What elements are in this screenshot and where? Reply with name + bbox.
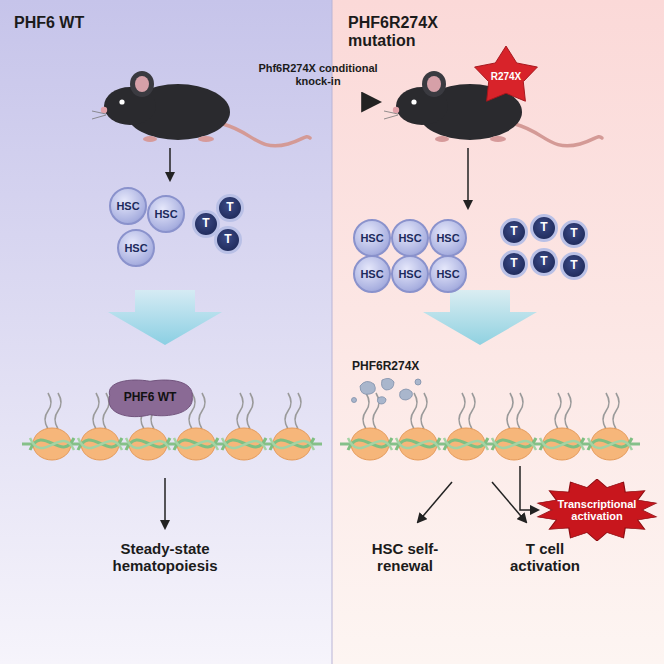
protein-label: PHF6R274X <box>352 360 419 374</box>
outcome-label: HSC self-renewal <box>350 540 460 575</box>
t-cell-circle: T <box>216 194 244 222</box>
stem-cell-circle: HSC <box>429 219 467 257</box>
node-text: T <box>226 201 233 214</box>
t-cell-circle: T <box>560 252 588 280</box>
stem-cell-circle: HSC <box>147 195 185 233</box>
panel-title: PHF6 WT <box>14 14 84 32</box>
arrow-label: Phf6R274X conditional knock-in <box>253 62 383 87</box>
stem-cell-circle: HSC <box>429 255 467 293</box>
node-text: HSC <box>154 208 177 220</box>
t-cell-circle: T <box>530 214 558 242</box>
node-text: HSC <box>436 232 459 244</box>
activation-burst: Transcriptional activation <box>536 479 658 541</box>
node-text: T <box>510 257 517 270</box>
node-text: T <box>202 217 209 230</box>
label-text: T cell activation <box>510 540 580 574</box>
node-text: HSC <box>124 242 147 254</box>
node-text: PHF6 WT <box>124 391 177 404</box>
stem-cell-circle: HSC <box>109 187 147 225</box>
stem-cell-circle: HSC <box>391 219 429 257</box>
node-text: HSC <box>360 268 383 280</box>
stem-cell-circle: HSC <box>117 229 155 267</box>
label-text: HSC self-renewal <box>372 540 439 574</box>
stem-cell-circle: HSC <box>391 255 429 293</box>
mutation-star: R274X <box>473 46 539 107</box>
node-text: Transcriptional activation <box>554 498 640 522</box>
t-cell-circle: T <box>214 226 242 254</box>
stem-cell-circle: HSC <box>353 219 391 257</box>
outcome-label: T cell activation <box>490 540 600 575</box>
node-text: T <box>540 221 547 234</box>
node-text: T <box>540 255 547 268</box>
node-text: HSC <box>360 232 383 244</box>
t-cell-circle: T <box>560 220 588 248</box>
label-text: PHF6R274X mutation <box>348 14 438 49</box>
stem-cell-circle: HSC <box>353 255 391 293</box>
t-cell-circle: T <box>530 248 558 276</box>
protein-blob: PHF6 WT <box>102 376 198 420</box>
node-text: HSC <box>398 232 421 244</box>
node-text: T <box>224 233 231 246</box>
node-text: HSC <box>116 200 139 212</box>
panel-title: PHF6R274X mutation <box>348 14 458 51</box>
node-text: T <box>570 259 577 272</box>
label-text: Steady-state hematopoiesis <box>112 540 217 574</box>
label-text: PHF6 WT <box>14 14 84 31</box>
t-cell-circle: T <box>500 250 528 278</box>
node-text: T <box>570 227 577 240</box>
label-text: PHF6R274X <box>352 359 419 373</box>
node-text: T <box>510 225 517 238</box>
label-text: Phf6R274X conditional knock-in <box>258 62 377 87</box>
outcome-label: Steady-state hematopoiesis <box>90 540 240 575</box>
node-text: R274X <box>491 71 522 82</box>
t-cell-circle: T <box>500 218 528 246</box>
node-text: HSC <box>436 268 459 280</box>
node-text: HSC <box>398 268 421 280</box>
